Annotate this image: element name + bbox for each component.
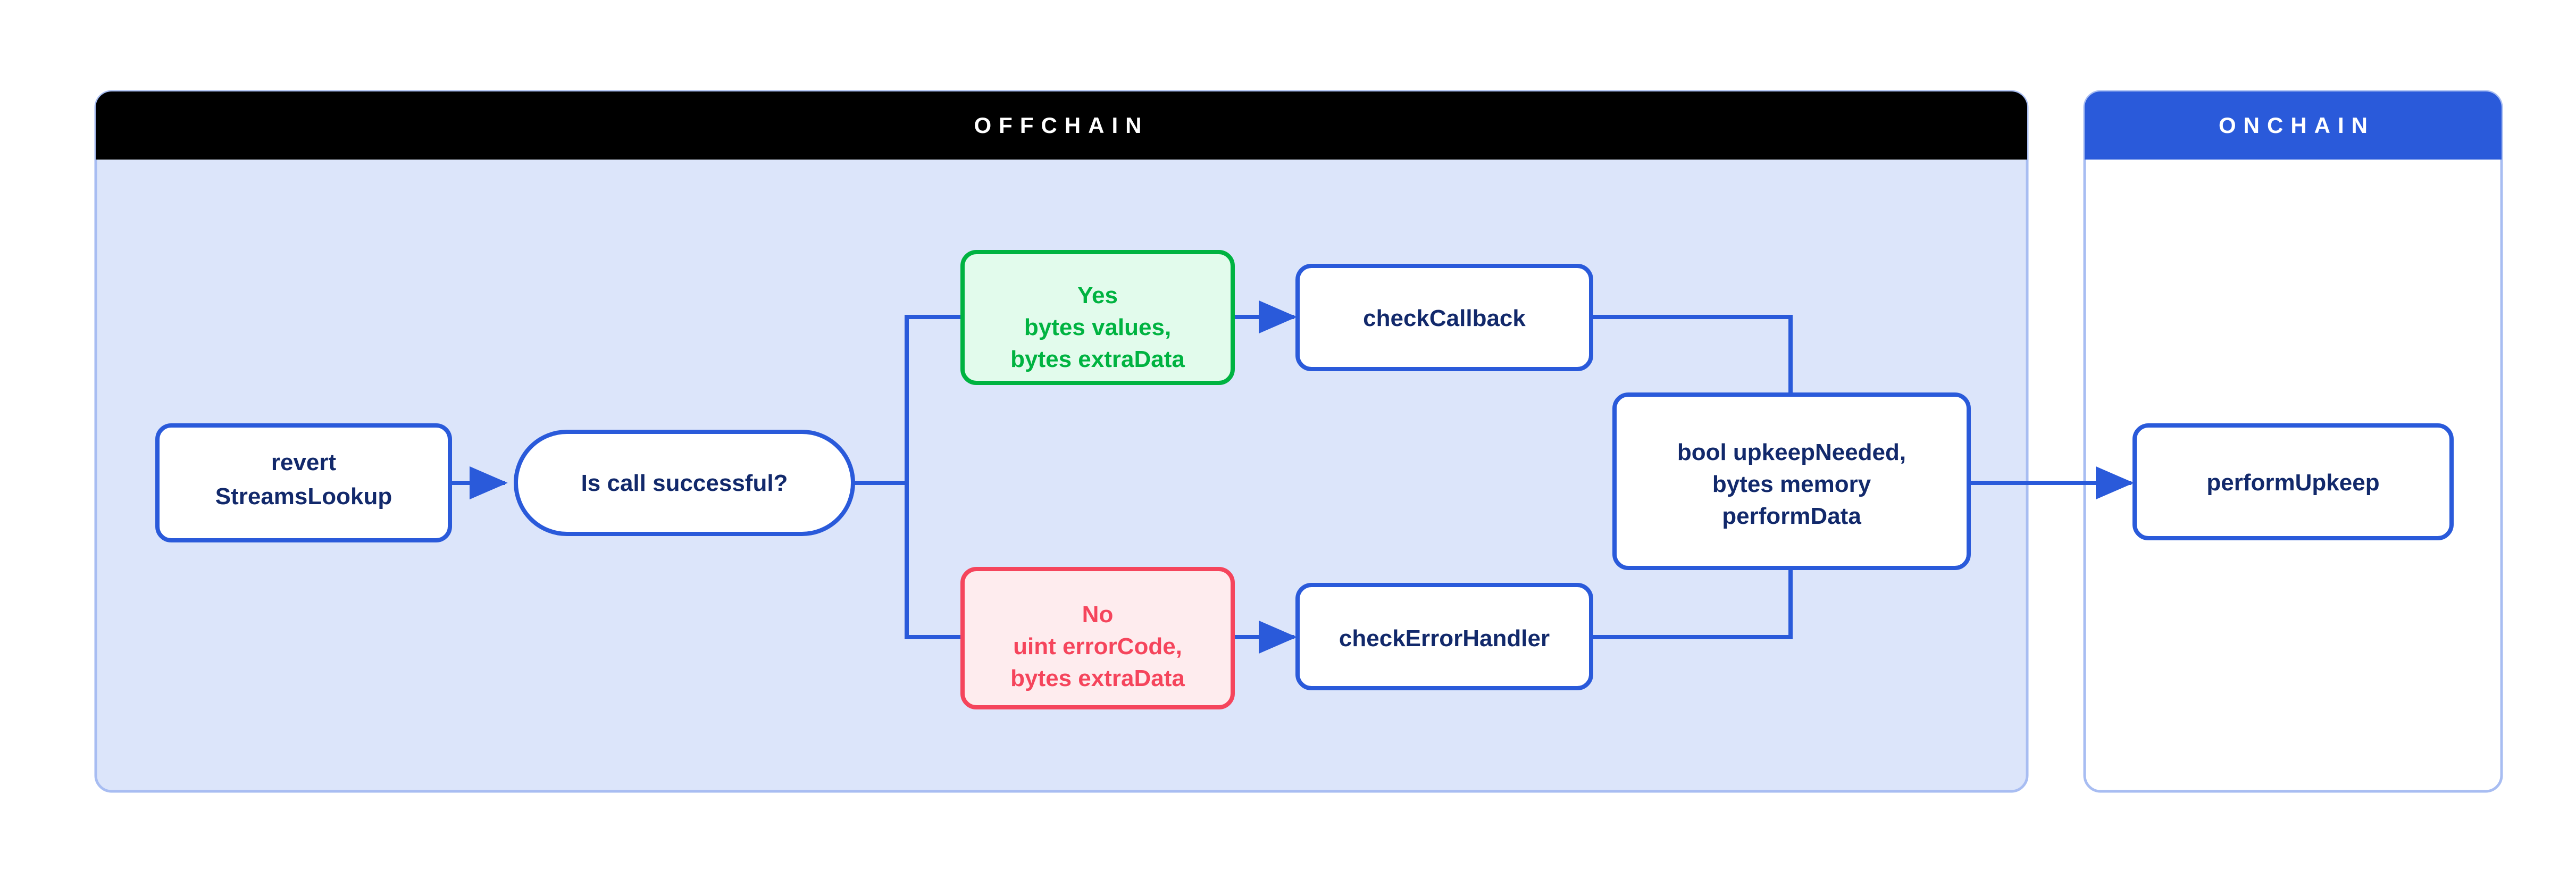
node-upkeep-result-line-3: performData: [1722, 503, 1861, 529]
node-no-branch-line-3: bytes extraData: [1010, 665, 1185, 691]
node-upkeep-result-line-2: bytes memory: [1712, 471, 1871, 497]
edge-layer: [450, 300, 2134, 654]
node-check-callback-label: checkCallback: [1363, 305, 1526, 331]
node-perform-upkeep-label: performUpkeep: [2206, 470, 2379, 496]
node-upkeep-result[interactable]: bool upkeepNeeded, bytes memory performD…: [1612, 392, 1971, 570]
node-yes-branch-line-3: bytes extraData: [1010, 346, 1185, 372]
edge-check-callback-to-result: [1591, 315, 1793, 395]
node-yes-branch[interactable]: Yes bytes values, bytes extraData: [960, 250, 1235, 385]
node-is-call-successful[interactable]: Is call successful?: [514, 430, 855, 536]
node-upkeep-result-shape[interactable]: [1612, 392, 1971, 570]
panel-offchain-header: [96, 91, 2027, 160]
node-revert-streamslookup[interactable]: revert StreamsLookup: [155, 423, 452, 542]
node-no-branch-shape[interactable]: [960, 567, 1235, 709]
panel-onchain-title: ONCHAIN: [2219, 113, 2375, 138]
node-revert-streamslookup-line-1: revert: [271, 449, 337, 475]
node-revert-streamslookup-shape[interactable]: [155, 423, 452, 542]
edge-decision-to-yes: [905, 315, 963, 483]
edge-decision-to-no: [905, 483, 963, 639]
node-check-error-handler[interactable]: checkErrorHandler: [1295, 583, 1593, 690]
node-check-callback-shape[interactable]: [1295, 264, 1593, 371]
node-perform-upkeep-shape[interactable]: [2132, 423, 2454, 540]
node-check-error-handler-shape[interactable]: [1295, 583, 1593, 690]
panel-onchain-header: [2085, 91, 2502, 160]
node-check-callback[interactable]: checkCallback: [1295, 264, 1593, 371]
node-is-call-successful-label: Is call successful?: [581, 470, 788, 496]
edge-error-handler-to-result: [1591, 568, 1793, 639]
node-no-branch[interactable]: No uint errorCode, bytes extraData: [960, 567, 1235, 709]
node-revert-streamslookup-line-2: StreamsLookup: [215, 483, 392, 509]
panel-offchain-title: OFFCHAIN: [974, 113, 1149, 138]
node-no-branch-line-1: No: [1082, 601, 1114, 628]
node-yes-branch-line-1: Yes: [1077, 282, 1118, 308]
node-no-branch-line-2: uint errorCode,: [1013, 633, 1182, 659]
node-check-error-handler-label: checkErrorHandler: [1339, 625, 1550, 651]
node-upkeep-result-line-1: bool upkeepNeeded,: [1677, 439, 1906, 465]
node-is-call-successful-shape[interactable]: [514, 430, 855, 536]
node-yes-branch-line-2: bytes values,: [1024, 314, 1171, 340]
node-perform-upkeep[interactable]: performUpkeep: [2132, 423, 2454, 540]
node-yes-branch-shape[interactable]: [960, 250, 1235, 385]
